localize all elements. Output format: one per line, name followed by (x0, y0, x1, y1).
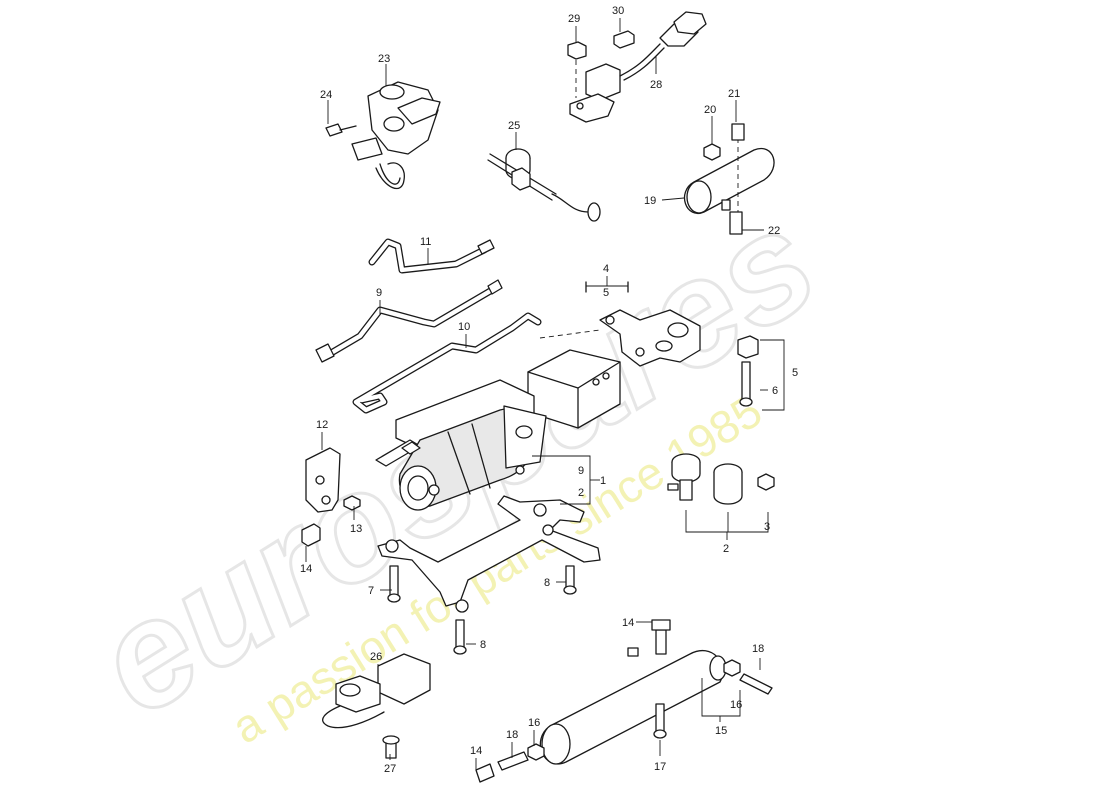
callout-14c: 14 (470, 745, 482, 757)
callout-23: 23 (378, 53, 390, 65)
callout-8a: 8 (544, 577, 550, 589)
part-line-10 (352, 312, 542, 414)
part-reservoir-15 (539, 619, 727, 765)
callout-18a: 18 (752, 643, 764, 655)
callout-25: 25 (508, 120, 520, 132)
callout-27: 27 (384, 763, 396, 775)
callout-28: 28 (650, 79, 662, 91)
part-holder-23 (325, 81, 441, 190)
callout-17: 17 (654, 761, 666, 773)
part-valve-26 (322, 653, 431, 759)
part-compressor-1 (375, 379, 547, 511)
callouts: 29 30 28 23 24 25 20 21 19 22 11 9 10 4 … (300, 5, 798, 775)
callout-5b: 5 (792, 367, 798, 379)
callout-1: 1 (600, 475, 606, 487)
leader-lines (305, 18, 785, 770)
callout-15: 15 (715, 725, 727, 737)
callout-13: 13 (350, 523, 362, 535)
part-accumulator-19 (683, 123, 775, 235)
callout-30: 30 (612, 5, 624, 17)
callout-8b: 8 (480, 639, 486, 651)
callout-7: 7 (368, 585, 374, 597)
callout-14a: 14 (300, 563, 312, 575)
part-valve-25 (487, 148, 601, 222)
part-bracket-4 (585, 281, 701, 367)
callout-26: 26 (370, 651, 382, 663)
callout-9: 9 (376, 287, 382, 299)
part-line-9 (315, 279, 503, 363)
callout-21: 21 (728, 88, 740, 100)
callout-10: 10 (458, 321, 470, 333)
callout-6: 6 (772, 385, 778, 397)
part-crossmember (377, 495, 601, 613)
callout-24: 24 (320, 89, 332, 101)
callout-2b: 2 (723, 543, 729, 555)
callout-19: 19 (644, 195, 656, 207)
callout-11: 11 (420, 236, 431, 248)
callout-5a: 5 (603, 287, 609, 299)
callout-18b: 18 (506, 729, 518, 741)
callout-14b: 14 (622, 617, 634, 629)
callout-20: 20 (704, 104, 716, 116)
callout-29: 29 (568, 13, 580, 25)
callout-9b: 9 (578, 465, 584, 477)
callout-12: 12 (316, 419, 328, 431)
fittings-16-18 (475, 659, 773, 783)
callout-16b: 16 (528, 717, 540, 729)
callout-2a: 2 (578, 487, 584, 499)
part-sensor-28 (567, 11, 707, 123)
bolts-5-6 (737, 335, 759, 407)
bolts-7-8 (387, 565, 577, 655)
mounts-2-3 (667, 453, 775, 540)
callout-22: 22 (768, 225, 780, 237)
callout-3: 3 (764, 521, 770, 533)
callout-4: 4 (603, 263, 609, 275)
callout-16a: 16 (730, 699, 742, 711)
part-line-11 (368, 238, 495, 274)
part-bracket-12 (301, 447, 361, 547)
